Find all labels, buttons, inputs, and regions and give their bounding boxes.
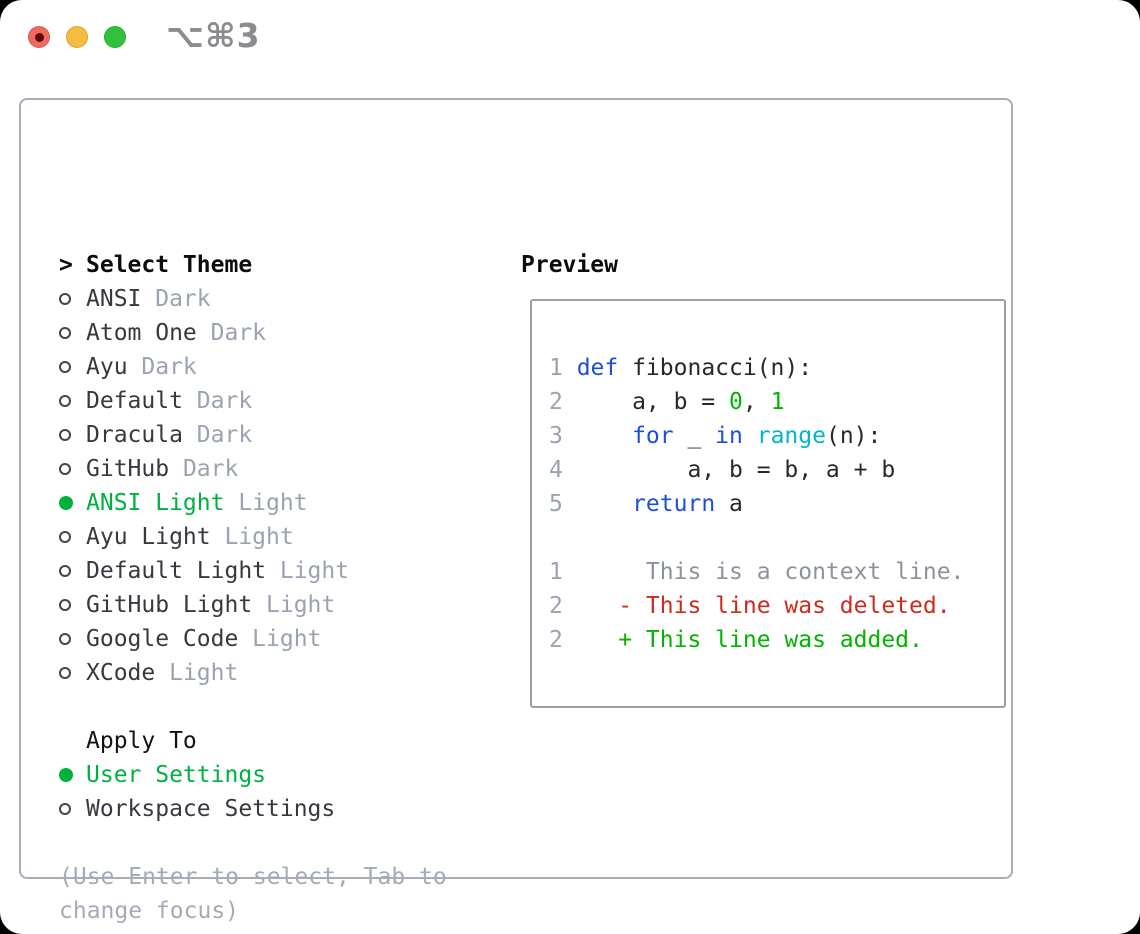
traffic-lights	[28, 26, 126, 48]
line-number: 4	[549, 457, 563, 483]
theme-list-item[interactable]: Google Code Light	[59, 622, 349, 656]
line-number: 2	[549, 389, 563, 415]
radio-unselected-icon	[59, 361, 71, 373]
radio-unselected-icon	[59, 327, 71, 339]
close-button[interactable]	[28, 26, 50, 48]
theme-list-item[interactable]: GitHub Dark	[59, 452, 349, 486]
theme-list-item[interactable]: Dracula Dark	[59, 418, 349, 452]
line-number: 5	[549, 491, 563, 517]
theme-list-item[interactable]: GitHub Light Light	[59, 588, 349, 622]
close-dot-icon	[34, 32, 44, 42]
code-line: 1 def fibonacci(n):	[549, 355, 813, 381]
zoom-button[interactable]	[104, 26, 126, 48]
theme-list-item[interactable]: XCode Light	[59, 656, 349, 690]
radio-selected-icon	[59, 768, 73, 782]
code-line: 3 for _ in range(n):	[549, 423, 882, 449]
theme-picker-title: Select Theme	[86, 252, 253, 278]
radio-unselected-icon	[59, 531, 71, 543]
code-line: 2 a, b = 0, 1	[549, 389, 785, 415]
theme-list: ANSI Dark Atom One Dark Ayu Dark Default…	[59, 282, 349, 690]
theme-list-item[interactable]: Ayu Light Light	[59, 520, 349, 554]
radio-unselected-icon	[59, 293, 71, 305]
line-number: 3	[549, 423, 563, 449]
window-title: ⌥⌘3	[166, 16, 261, 55]
help-text: (Use Enter to select, Tab to change focu…	[59, 864, 447, 924]
code-block: 1 def fibonacci(n): 2 a, b = 0, 1 3 for …	[549, 351, 1004, 657]
radio-unselected-icon	[59, 463, 71, 475]
code-line	[549, 521, 1004, 555]
apply-to-option[interactable]: User Settings	[59, 758, 349, 792]
theme-list-item[interactable]: ANSI Light Light	[59, 486, 349, 520]
preview-title: Preview	[521, 252, 618, 278]
radio-unselected-icon	[59, 667, 71, 679]
preview-pane: 1 def fibonacci(n): 2 a, b = 0, 1 3 for …	[530, 299, 1006, 708]
theme-list-item[interactable]: Atom One Dark	[59, 316, 349, 350]
radio-selected-icon	[59, 496, 73, 510]
radio-unselected-icon	[59, 565, 71, 577]
code-line: 5 return a	[549, 491, 743, 517]
theme-picker: > Select Theme ANSI Dark Atom One Dark A…	[59, 248, 349, 826]
theme-list-item[interactable]: Default Dark	[59, 384, 349, 418]
apply-to-option[interactable]: Workspace Settings	[59, 792, 349, 826]
theme-list-item[interactable]: Ayu Dark	[59, 350, 349, 384]
prompt-chevron-icon: >	[59, 252, 73, 278]
apply-to-title: Apply To	[86, 728, 197, 754]
theme-list-item[interactable]: ANSI Dark	[59, 282, 349, 316]
radio-unselected-icon	[59, 803, 71, 815]
code-line: 1 This is a context line.	[549, 559, 965, 585]
theme-list-item[interactable]: Default Light Light	[59, 554, 349, 588]
radio-unselected-icon	[59, 633, 71, 645]
line-number: 2	[549, 593, 563, 619]
radio-unselected-icon	[59, 429, 71, 441]
radio-unselected-icon	[59, 599, 71, 611]
line-number: 1	[549, 355, 563, 381]
minimize-button[interactable]	[66, 26, 88, 48]
line-number: 1	[549, 559, 563, 585]
code-line: 2 + This line was added.	[549, 627, 923, 653]
radio-unselected-icon	[59, 395, 71, 407]
apply-to-list: User Settings Workspace Settings	[59, 758, 349, 826]
code-line: 2 - This line was deleted.	[549, 593, 951, 619]
theme-picker-header: > Select Theme	[59, 248, 349, 282]
line-number: 2	[549, 627, 563, 653]
apply-to-header: Apply To	[59, 724, 349, 758]
code-line: 4 a, b = b, a + b	[549, 457, 896, 483]
theme-selector-panel: > Select Theme ANSI Dark Atom One Dark A…	[19, 98, 1013, 924]
